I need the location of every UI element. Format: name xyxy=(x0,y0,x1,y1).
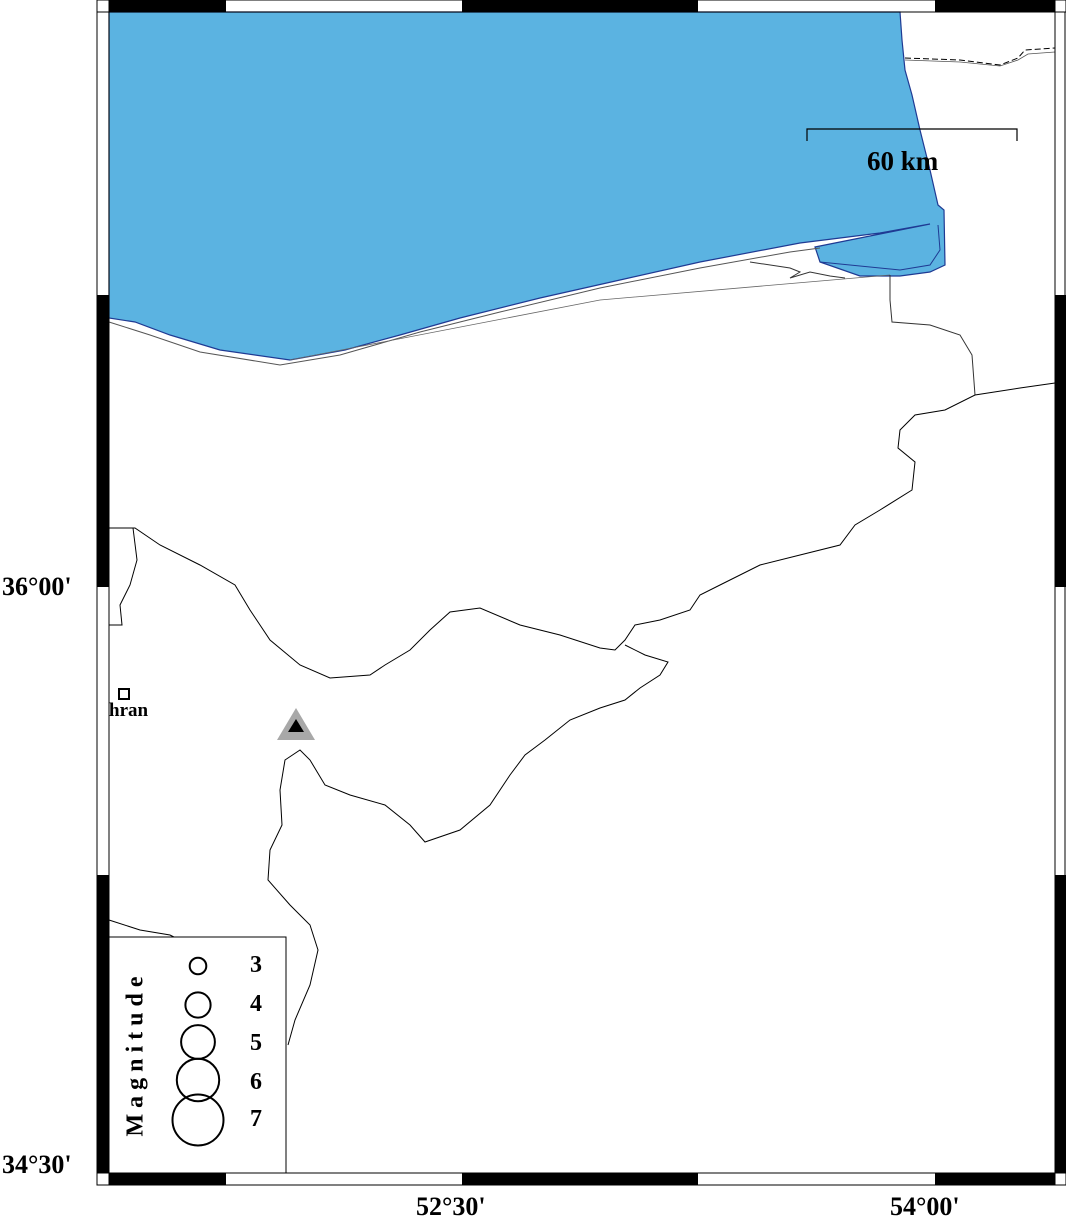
coastline-inner xyxy=(819,224,941,271)
lat-label-34-30: 34°30' xyxy=(2,1150,72,1179)
lon-label-52-30: 52°30' xyxy=(416,1192,486,1221)
border-ne-solid xyxy=(904,51,1056,67)
scale-bar xyxy=(806,128,1018,141)
legend-circle-3 xyxy=(188,956,208,976)
delta-lines xyxy=(749,261,976,396)
frame-corner-tr xyxy=(1054,0,1066,13)
frame-left-seg-1 xyxy=(97,295,109,587)
legend-circles xyxy=(171,956,225,1147)
city-label: hran xyxy=(109,700,149,721)
caspian-sea xyxy=(108,11,946,361)
legend-title: Magnitude xyxy=(122,970,149,1137)
legend-label-5: 5 xyxy=(250,1030,262,1056)
frame-top-seg-3 xyxy=(935,0,1055,12)
frame-bottom-seg-2 xyxy=(462,1173,698,1185)
legend-label-6: 6 xyxy=(250,1069,262,1095)
legend-label-4: 4 xyxy=(250,991,262,1017)
legend-label-7: 7 xyxy=(250,1106,262,1132)
legend-box xyxy=(108,936,287,1174)
frame-top-seg-2 xyxy=(462,0,698,12)
frame-bottom-seg-3 xyxy=(935,1173,1055,1185)
frame-right-seg-2 xyxy=(1055,875,1066,1173)
boundary-west xyxy=(109,527,138,626)
legend-circle-6 xyxy=(175,1057,221,1103)
frame-right-seg-1 xyxy=(1055,295,1066,587)
shoreline xyxy=(108,247,821,366)
lon-label-54: 54°00' xyxy=(890,1192,960,1221)
frame-bottom-seg-1 xyxy=(109,1173,226,1185)
border-ne xyxy=(904,47,1056,66)
frame-corner-br xyxy=(1054,1172,1066,1186)
boundary-south-lobe xyxy=(267,644,669,1046)
frame-corner-tl xyxy=(96,0,110,13)
boundary-main xyxy=(109,382,1056,679)
frame-top-seg-1 xyxy=(109,0,226,12)
legend-circle-4 xyxy=(184,991,212,1019)
legend-circle-7 xyxy=(171,1093,225,1147)
legend-label-3: 3 xyxy=(250,952,262,978)
frame-left-seg-2 xyxy=(97,875,109,1173)
station-triangle-inner xyxy=(288,719,304,732)
shoreline-long xyxy=(289,274,891,361)
scale-bar-label: 60 km xyxy=(867,146,939,176)
lat-label-36: 36°00' xyxy=(2,572,72,601)
frame-corner-bl xyxy=(96,1172,110,1186)
city-marker xyxy=(118,688,130,700)
